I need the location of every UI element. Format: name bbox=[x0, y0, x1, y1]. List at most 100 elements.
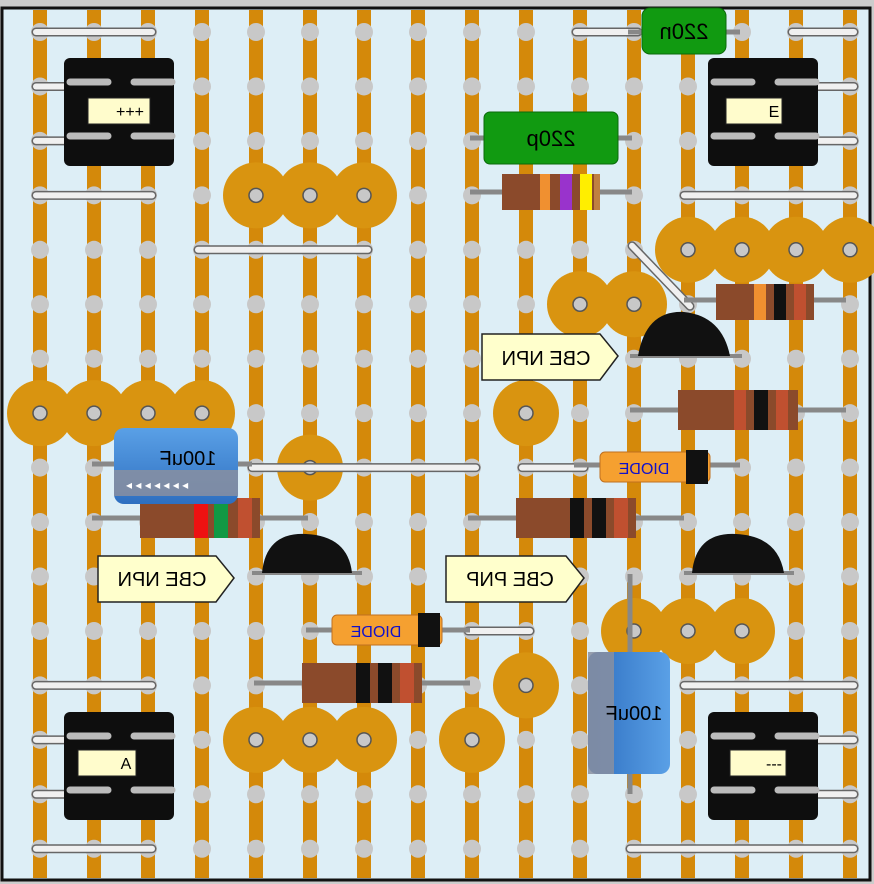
hole bbox=[355, 785, 373, 804]
hole bbox=[571, 676, 589, 695]
transistor-left-label: CBE NPN bbox=[118, 569, 207, 591]
pad-hole bbox=[680, 623, 696, 639]
hole bbox=[409, 785, 427, 804]
hole bbox=[679, 131, 697, 150]
hole bbox=[625, 131, 643, 150]
hole bbox=[247, 404, 265, 423]
hole bbox=[571, 404, 589, 423]
hole bbox=[409, 240, 427, 259]
hole bbox=[409, 186, 427, 205]
hole bbox=[463, 23, 481, 41]
hole bbox=[463, 240, 481, 259]
connector-top-right-label: E bbox=[769, 104, 780, 121]
hole bbox=[85, 295, 103, 314]
hole bbox=[517, 730, 535, 749]
hole bbox=[301, 131, 319, 150]
hole bbox=[247, 839, 265, 858]
hole bbox=[571, 77, 589, 96]
connector-top-left-label: +++ bbox=[116, 104, 144, 121]
hole bbox=[247, 785, 265, 804]
hole bbox=[85, 621, 103, 640]
diode-left-label: DIODE bbox=[351, 624, 402, 641]
hole bbox=[625, 77, 643, 96]
hole bbox=[841, 404, 859, 423]
wire-link-diagonal bbox=[629, 242, 693, 310]
hole bbox=[679, 730, 697, 749]
hole bbox=[733, 349, 751, 368]
hole bbox=[355, 77, 373, 96]
hole bbox=[841, 458, 859, 477]
transistor-top-label: CBE NPN bbox=[502, 348, 591, 370]
pad-hole bbox=[842, 242, 858, 258]
hole bbox=[733, 458, 751, 477]
elcap-left: ◂ ◂ ◂ ◂ ◂ ◂ ◂ 100uF bbox=[92, 428, 252, 504]
pad-hole bbox=[356, 187, 372, 204]
copper-strip bbox=[573, 10, 587, 878]
capacitor-220p-label: 220p bbox=[527, 126, 576, 151]
pad-hole bbox=[32, 405, 48, 421]
diode-left: DIODE bbox=[306, 613, 470, 647]
hole bbox=[31, 621, 49, 640]
copper-strip bbox=[465, 10, 479, 878]
hole bbox=[787, 621, 805, 640]
transistor-mid: CBE PNP bbox=[445, 533, 794, 603]
pad-hole bbox=[140, 405, 156, 421]
hole bbox=[193, 676, 211, 695]
hole bbox=[787, 513, 805, 532]
hole bbox=[463, 785, 481, 804]
hole bbox=[517, 23, 535, 41]
elcap-right: 100uF bbox=[588, 574, 670, 794]
hole bbox=[247, 295, 265, 314]
hole bbox=[517, 785, 535, 804]
hole bbox=[787, 349, 805, 368]
pad-hole bbox=[248, 732, 264, 748]
resistor-r2 bbox=[684, 284, 846, 320]
pad-hole bbox=[788, 242, 804, 258]
hole bbox=[409, 295, 427, 314]
hole bbox=[31, 458, 49, 477]
diode-right-label: DIODE bbox=[619, 461, 670, 478]
hole bbox=[463, 77, 481, 96]
hole bbox=[247, 567, 265, 586]
hole bbox=[193, 295, 211, 314]
capacitor-220n-label: 220n bbox=[660, 19, 709, 44]
hole bbox=[409, 77, 427, 96]
hole bbox=[193, 186, 211, 205]
pad-hole bbox=[626, 296, 642, 312]
hole bbox=[517, 839, 535, 858]
pad-hole bbox=[302, 732, 318, 748]
hole bbox=[85, 240, 103, 259]
pad-hole bbox=[194, 405, 210, 421]
copper-strip bbox=[411, 10, 425, 878]
transistor-mid-label: CBE PNP bbox=[466, 569, 554, 591]
hole bbox=[139, 295, 157, 314]
hole bbox=[139, 621, 157, 640]
hole bbox=[463, 186, 481, 205]
hole bbox=[409, 404, 427, 423]
hole bbox=[193, 839, 211, 858]
pad-hole bbox=[464, 732, 480, 748]
hole bbox=[247, 77, 265, 96]
hole bbox=[247, 621, 265, 640]
hole bbox=[355, 23, 373, 41]
capacitor-220n: 220n bbox=[628, 7, 740, 55]
capacitor-220p: 220p bbox=[470, 111, 632, 165]
hole bbox=[463, 839, 481, 858]
connector-bottom-left: A bbox=[64, 712, 174, 820]
diode-right: DIODE bbox=[574, 450, 740, 484]
hole bbox=[355, 349, 373, 368]
hole bbox=[409, 839, 427, 858]
hole bbox=[355, 567, 373, 586]
elcap-left-label: 100uF bbox=[160, 448, 217, 470]
connector-bottom-left-label: A bbox=[121, 756, 132, 773]
hole bbox=[841, 349, 859, 368]
pad-hole bbox=[86, 405, 102, 421]
hole bbox=[409, 513, 427, 532]
resistor-r5 bbox=[468, 498, 684, 538]
hole bbox=[409, 131, 427, 150]
pad-hole bbox=[518, 405, 534, 421]
hole bbox=[301, 349, 319, 368]
pad-hole bbox=[680, 242, 696, 258]
elcap-right-label: 100uF bbox=[606, 703, 663, 725]
